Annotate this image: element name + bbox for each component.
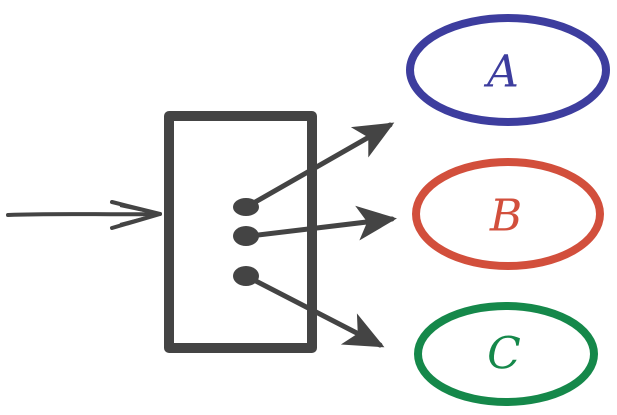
node-a-label: A (483, 47, 519, 98)
arrow-to-c (247, 275, 385, 348)
input-arrow (6, 200, 162, 230)
router-box (164, 111, 317, 353)
node-b-label: B (489, 191, 522, 242)
node-a: A (406, 14, 610, 126)
node-b: B (412, 158, 604, 270)
arrow-to-a (247, 122, 395, 208)
port-b (233, 226, 259, 246)
output-arrows (247, 122, 397, 348)
node-c: C (414, 302, 598, 406)
arrow-to-b (247, 205, 397, 241)
node-c-label: C (487, 329, 521, 380)
output-ports (233, 198, 259, 286)
